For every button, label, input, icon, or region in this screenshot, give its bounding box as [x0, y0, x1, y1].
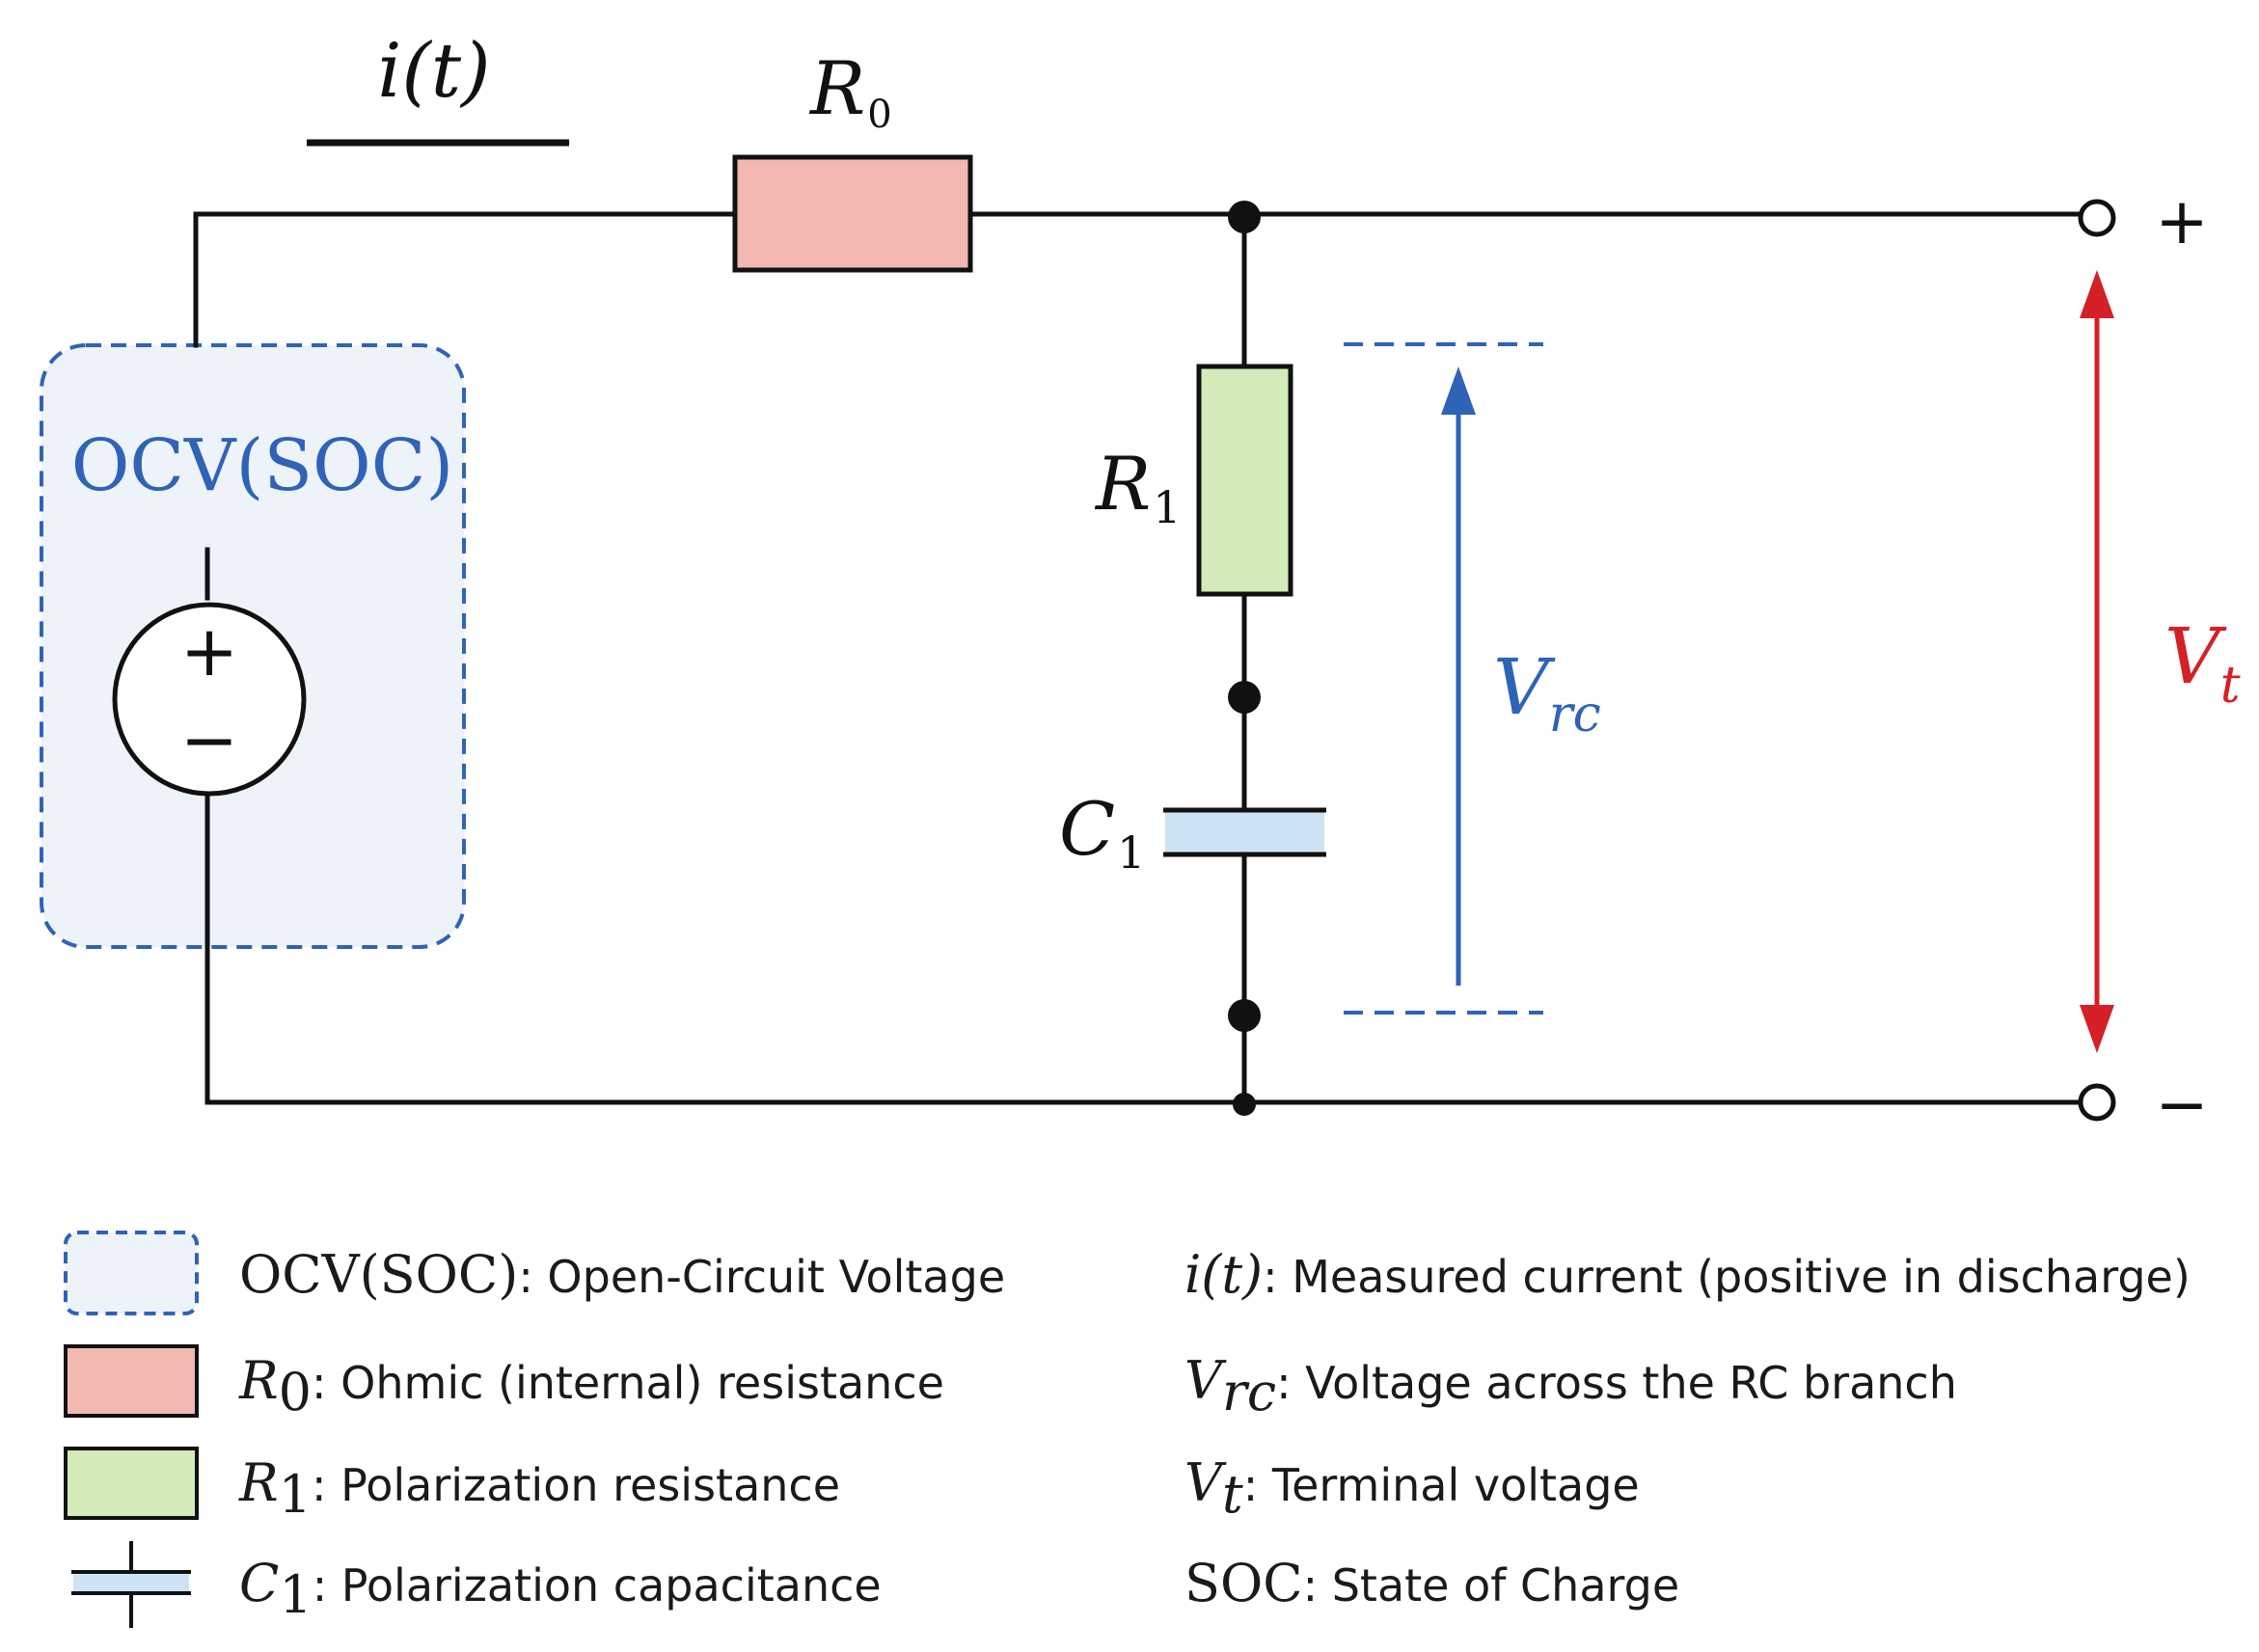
terminal-minus-label: − [2155, 1068, 2208, 1142]
terminal-minus [2078, 1083, 2116, 1122]
r0-resistor-icon [64, 1344, 199, 1418]
legend-right: i(t): Measured current (positive in disc… [1184, 1244, 2191, 1613]
vt-label: Vt [2164, 611, 2241, 715]
junction-lower [1228, 999, 1261, 1032]
voltage-source [112, 602, 307, 797]
wire-left-top [193, 211, 738, 348]
r0-label: R0 [808, 45, 892, 137]
legend-vt-item: Vt: Terminal voltage [1184, 1452, 1640, 1525]
legend-current-item: i(t): Measured current (positive in disc… [1184, 1244, 2191, 1305]
source-plus: + [180, 610, 238, 691]
legend-left: OCV(SOC): Open-Circuit Voltage R0: Ohmic… [64, 1231, 1005, 1628]
junction-top [1228, 201, 1261, 233]
r1-label: R1 [1094, 441, 1182, 533]
legend-soc-item: SOC: State of Charge [1184, 1553, 1679, 1613]
junction-bottom [1233, 1093, 1256, 1116]
legend-r1-item: R1: Polarization resistance [238, 1452, 840, 1525]
legend-ocv-item: OCV(SOC): Open-Circuit Voltage [239, 1244, 1005, 1305]
vt-arrowhead-bottom [2080, 1005, 2114, 1053]
r1-resistor-icon [64, 1447, 199, 1520]
ocv-label: OCV(SOC) [71, 424, 453, 507]
terminal-plus-label: + [2155, 184, 2208, 258]
source-minus: − [180, 699, 238, 780]
junction-mid [1228, 681, 1261, 714]
c1-capacitor-fill [1165, 812, 1324, 853]
terminal-plus [2078, 199, 2116, 237]
legend-r0-item: R0: Ohmic (internal) resistance [238, 1350, 944, 1422]
c1-label: C1 [1059, 786, 1145, 879]
wire-left-bottom [204, 794, 2082, 1105]
capacitor-icon [71, 1541, 191, 1628]
vt-arrowhead-top [2080, 270, 2114, 318]
ocv-box-icon [64, 1231, 199, 1315]
vrc-arrowhead [1441, 366, 1476, 415]
r1-resistor [1196, 364, 1293, 597]
legend-vrc-item: Vrc: Voltage across the RC branch [1184, 1350, 1957, 1422]
r0-resistor [732, 154, 973, 273]
legend-c1-item: C1: Polarization capacitance [239, 1553, 882, 1625]
current-label: i(t) [377, 28, 490, 115]
vrc-label: Vrc [1493, 642, 1601, 744]
